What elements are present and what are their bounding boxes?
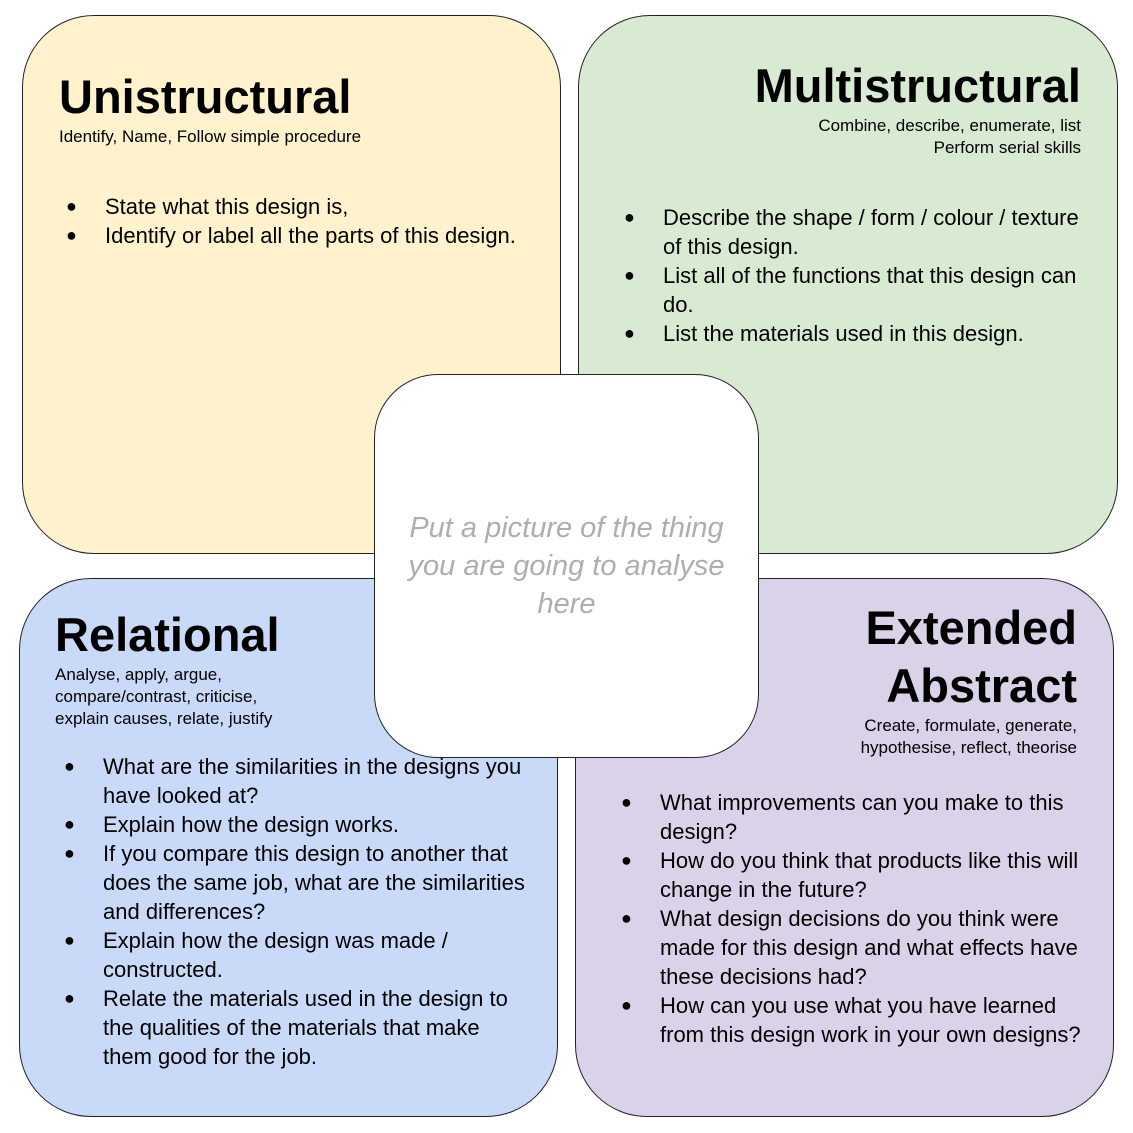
extended-abstract-subtitle: Create, formulate, generate, hypothesise… xyxy=(861,715,1077,759)
bullet-icon: ● xyxy=(64,814,75,834)
bullet-icon: ● xyxy=(621,792,632,812)
extended-abstract-title: Extended Abstract xyxy=(865,599,1077,715)
unistructural-title: Unistructural xyxy=(59,70,352,123)
relational-points: ●What are the similarities in the design… xyxy=(57,752,527,1071)
placeholder-text: Put a picture of the thing you are going… xyxy=(408,512,725,620)
multistructural-subtitle: Combine, describe, enumerate, list Perfo… xyxy=(818,115,1081,159)
bullet-icon: ● xyxy=(64,930,75,950)
subtitle-line: Perform serial skills xyxy=(933,138,1081,157)
subtitle-line: Combine, describe, enumerate, list xyxy=(818,116,1081,135)
multistructural-points: ●Describe the shape / form / colour / te… xyxy=(617,203,1087,348)
bullet-icon: ● xyxy=(64,843,75,863)
extended-abstract-panel: Extended Abstract Create, formulate, gen… xyxy=(575,578,1114,1117)
bullet-icon: ● xyxy=(624,323,635,343)
subtitle-line: compare/contrast, criticise, xyxy=(55,687,258,706)
bullet-icon: ● xyxy=(624,207,635,227)
list-item: ●What improvements can you make to this … xyxy=(621,790,1064,844)
list-item: ●List all of the functions that this des… xyxy=(624,263,1077,317)
bullet-icon: ● xyxy=(64,756,75,776)
bullet-icon: ● xyxy=(66,196,77,216)
unistructural-panel: Unistructural Identify, Name, Follow sim… xyxy=(22,15,561,554)
picture-placeholder[interactable]: Put a picture of the thing you are going… xyxy=(374,374,759,758)
list-item: ●What are the similarities in the design… xyxy=(64,754,522,808)
list-item: ●Explain how the design was made / const… xyxy=(64,928,448,982)
bullet-icon: ● xyxy=(64,988,75,1008)
list-item: ●Explain how the design works. xyxy=(64,812,399,837)
subtitle-line: Analyse, apply, argue, xyxy=(55,665,222,684)
bullet-icon: ● xyxy=(621,995,632,1015)
list-item: ●How can you use what you have learned f… xyxy=(621,993,1081,1047)
multistructural-title: Multistructural xyxy=(754,59,1081,112)
list-item: ●How do you think that products like thi… xyxy=(621,848,1079,902)
subtitle-line: hypothesise, reflect, theorise xyxy=(860,738,1077,757)
subtitle-line: Create, formulate, generate, xyxy=(864,716,1077,735)
list-item: ●List the materials used in this design. xyxy=(624,321,1024,346)
unistructural-subtitle: Identify, Name, Follow simple procedure xyxy=(59,126,361,148)
list-item: ●Identify or label all the parts of this… xyxy=(66,223,516,248)
unistructural-points: ●State what this design is, ●Identify or… xyxy=(59,192,529,250)
bullet-icon: ● xyxy=(66,225,77,245)
list-item: ●What design decisions do you think were… xyxy=(621,906,1078,989)
bullet-icon: ● xyxy=(624,265,635,285)
extended-abstract-points: ●What improvements can you make to this … xyxy=(614,788,1084,1049)
bullet-icon: ● xyxy=(621,850,632,870)
subtitle-line: Identify, Name, Follow simple procedure xyxy=(59,127,362,146)
list-item: ●Relate the materials used in the design… xyxy=(64,986,508,1069)
list-item: ●State what this design is, xyxy=(66,194,349,219)
list-item: ●Describe the shape / form / colour / te… xyxy=(624,205,1079,259)
list-item: ●If you compare this design to another t… xyxy=(64,841,525,924)
title-line: Extended xyxy=(865,601,1077,654)
relational-title: Relational xyxy=(55,608,280,661)
bullet-icon: ● xyxy=(621,908,632,928)
title-line: Abstract xyxy=(886,659,1077,712)
subtitle-line: explain causes, relate, justify xyxy=(55,709,273,728)
relational-subtitle: Analyse, apply, argue, compare/contrast,… xyxy=(55,664,355,730)
